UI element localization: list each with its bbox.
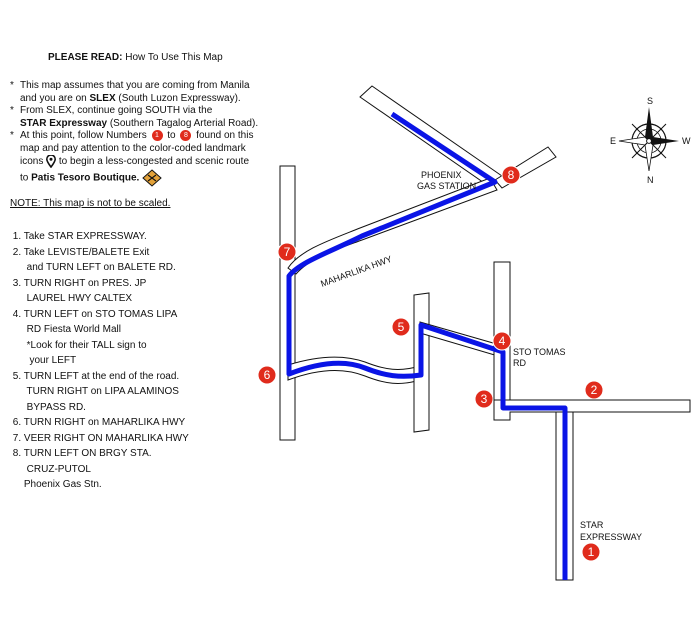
svg-text:3: 3 [481, 392, 488, 406]
step-line: TURN RIGHT on LIPA ALAMINOS [10, 386, 179, 397]
step-line: LAUREL HWY CALTEX [10, 293, 133, 304]
road-brgy-sta-cruz [494, 146, 557, 189]
instruction-3b: map and pay attention to the color-coded… [20, 142, 246, 154]
svg-text:5: 5 [398, 320, 405, 334]
step-line: CRUZ-PUTOL [10, 463, 91, 475]
marker-5: 5 [391, 317, 411, 337]
route-markers: 1 2 3 4 5 6 7 8 [257, 165, 604, 562]
label-phoenix: PHOENIX [421, 170, 462, 180]
svg-text:7: 7 [284, 245, 291, 259]
instructions: *This map assumes that you are coming fr… [10, 80, 275, 187]
step-line: RD Fiesta World Mall [10, 324, 121, 335]
instruction-2: *From SLEX, continue going SOUTH via the [10, 105, 213, 116]
route-path [286, 111, 568, 580]
svg-text:2: 2 [591, 383, 598, 397]
step-line: 1. Take STAR EXPRESSWAY. [10, 231, 147, 242]
step-line: Phoenix Gas Stn. [10, 479, 102, 490]
marker-6: 6 [257, 365, 277, 385]
marker-2: 2 [584, 380, 604, 400]
road-balete [493, 399, 691, 421]
label-sto-tomas: STO TOMAS [513, 347, 566, 357]
instruction-1: *This map assumes that you are coming fr… [10, 80, 250, 91]
svg-text:4: 4 [499, 334, 506, 348]
step-line: 3. TURN RIGHT on PRES. JP [10, 277, 147, 289]
instruction-1b: and you are on SLEX (South Luzon Express… [20, 92, 241, 104]
route-line [286, 111, 568, 580]
label-expressway: EXPRESSWAY [580, 532, 642, 542]
marker-3: 3 [474, 389, 494, 409]
marker-1: 1 [581, 542, 601, 562]
svg-text:1: 1 [588, 545, 595, 559]
step-line: your LEFT [10, 355, 77, 366]
step-line: 7. VEER RIGHT ON MAHARLIKA HWY [10, 432, 189, 444]
step-line: 8. TURN LEFT ON BRGY STA. [10, 448, 152, 459]
landmark-icon [142, 169, 162, 187]
instruction-3d: to Patis Tesoro Boutique. [10, 169, 275, 187]
directions-list: 1. Take STAR EXPRESSWAY. 2. Take LEVISTE… [10, 229, 280, 493]
title-rest: How To Use This Map [122, 52, 223, 63]
step-line: BYPASS RD. [10, 401, 86, 413]
title-bold: PLEASE READ: [48, 52, 123, 63]
step-line: 6. TURN RIGHT on MAHARLIKA HWY [10, 417, 186, 428]
step-line: 5. TURN LEFT at the end of the road. [10, 370, 180, 382]
mini-marker-1: 1 [151, 130, 163, 141]
step-line: 4. TURN LEFT on STO TOMAS LIPA [10, 308, 178, 320]
label-gas-station: GAS STATION [417, 181, 476, 191]
compass-icon: S N E W [610, 96, 691, 185]
map-pin-icon [46, 155, 57, 169]
mini-marker-8: 8 [180, 130, 192, 141]
label-star: STAR [580, 520, 604, 530]
step-line: 2. Take LEVISTE/BALETE Exit [10, 246, 150, 258]
compass-e: E [610, 136, 616, 146]
marker-7: 7 [277, 242, 297, 262]
instruction-2b: STAR Expressway (Southern Tagalog Arteri… [20, 117, 259, 129]
step-line: and TURN LEFT on BALETE RD. [10, 262, 176, 273]
instruction-3: *At this point, follow Numbers 1 to 8 fo… [10, 130, 254, 142]
scale-note: NOTE: This map is not to be scaled. [10, 198, 171, 209]
step-line: *Look for their TALL sign to [10, 339, 147, 351]
roads [279, 85, 691, 581]
marker-8: 8 [501, 165, 521, 185]
compass-s: S [647, 96, 653, 106]
label-sto-tomas-rd: RD [513, 358, 526, 368]
label-maharlika: MAHARLIKA HWY [319, 254, 393, 289]
marker-4: 4 [492, 331, 512, 351]
compass-n: N [647, 175, 654, 185]
compass-w: W [682, 136, 691, 146]
page-title: PLEASE READ: How To Use This Map [48, 52, 223, 63]
instruction-3c: icons to begin a less-congested and scen… [20, 155, 250, 169]
svg-text:8: 8 [508, 168, 515, 182]
svg-text:6: 6 [264, 368, 271, 382]
